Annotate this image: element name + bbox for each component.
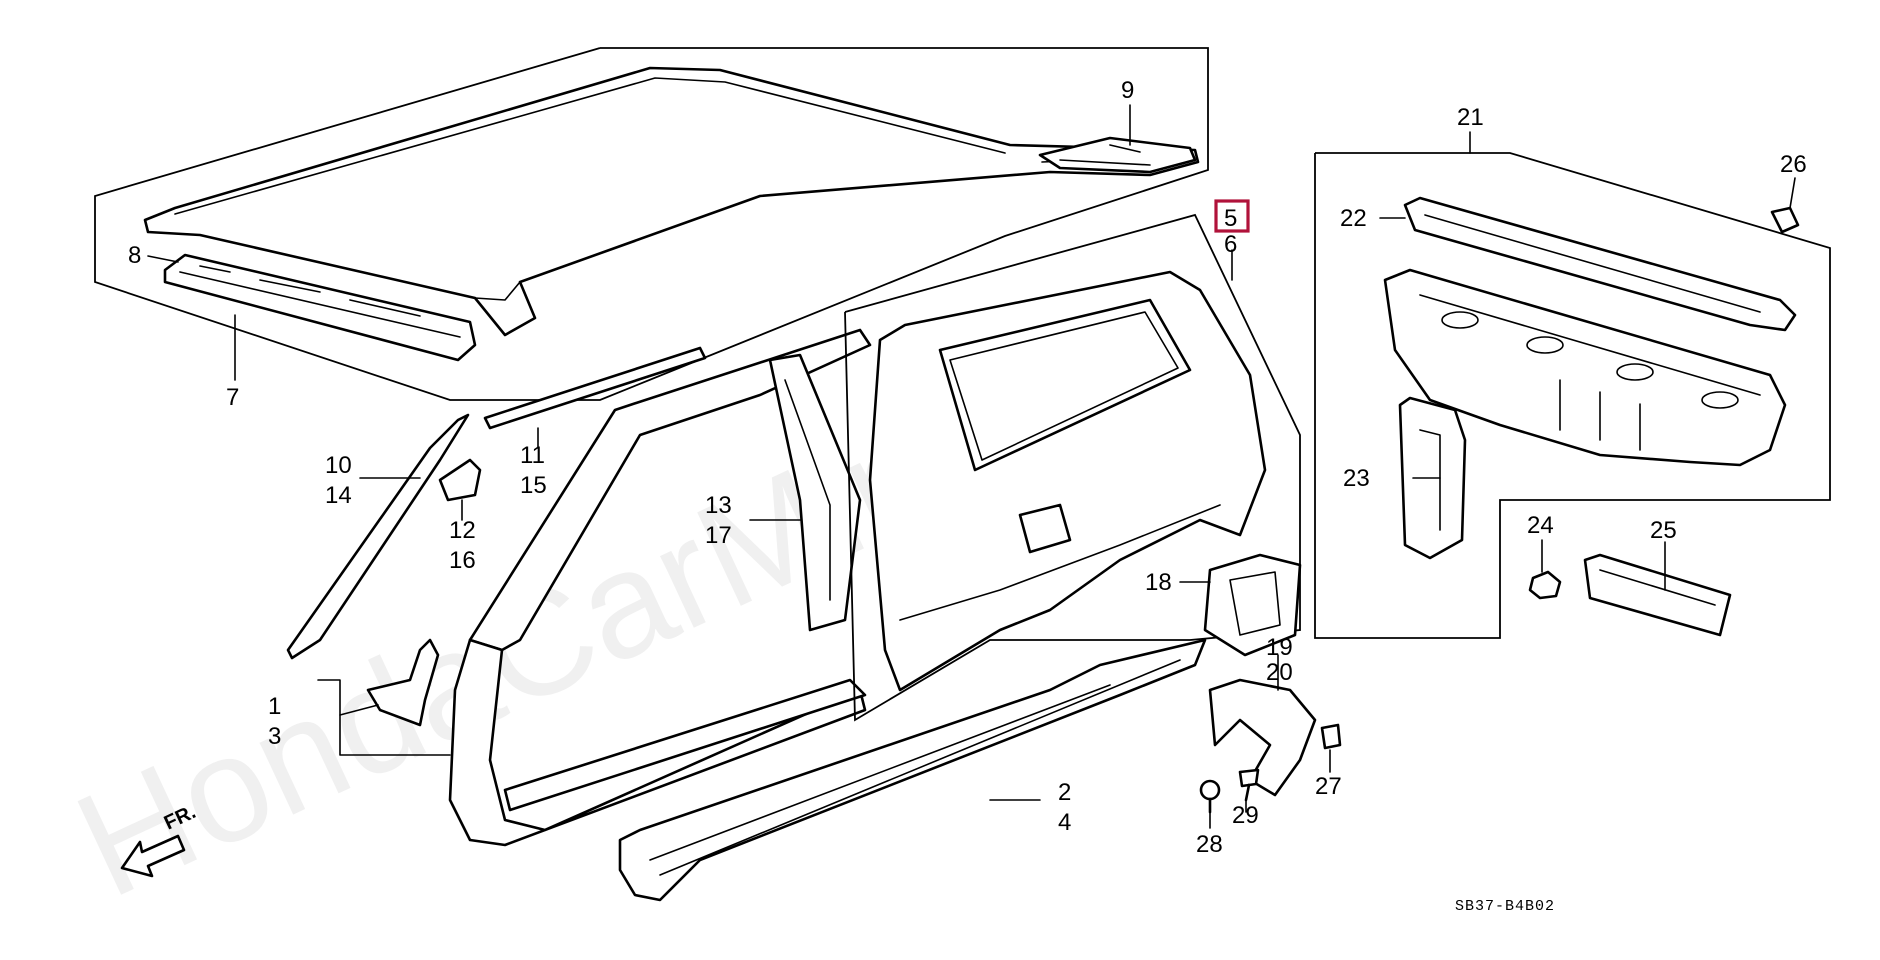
label-27: 27 <box>1315 773 1342 800</box>
plate-25[interactable] <box>1583 553 1732 637</box>
label-2: 2 <box>1058 779 1071 806</box>
label-21: 21 <box>1457 104 1484 131</box>
roof-side-molding[interactable] <box>483 346 707 430</box>
quarter-window[interactable] <box>938 298 1192 472</box>
label-23: 23 <box>1343 465 1370 492</box>
rear-upper-cross-member[interactable] <box>1403 196 1797 332</box>
rear-panel[interactable] <box>1383 268 1787 467</box>
front-pillar-bracket[interactable] <box>366 638 440 727</box>
diagram-code: SB37-B4B02 <box>1455 898 1555 915</box>
label-17: 17 <box>705 522 732 549</box>
label-6: 6 <box>1224 231 1237 258</box>
label-11: 11 <box>520 442 545 469</box>
front-roof-rail[interactable] <box>163 253 477 362</box>
b-pillar[interactable] <box>768 353 862 632</box>
label-1: 1 <box>268 693 281 720</box>
label-25: 25 <box>1650 517 1677 544</box>
label-9: 9 <box>1121 77 1134 104</box>
rear-panel-group <box>1314 152 1831 639</box>
bolt-28[interactable] <box>1199 779 1221 814</box>
small-bracket[interactable] <box>438 458 482 502</box>
label-13: 13 <box>705 492 732 519</box>
wheelhouse-extension[interactable] <box>1208 678 1317 797</box>
label-22: 22 <box>1340 205 1367 232</box>
roof-group <box>94 47 1209 401</box>
label-12: 12 <box>449 517 476 544</box>
label-4: 4 <box>1058 809 1071 836</box>
clip-26[interactable] <box>1770 206 1800 234</box>
label-28: 28 <box>1196 831 1223 858</box>
label-10: 10 <box>325 452 352 479</box>
rear-roof-rail[interactable] <box>1038 136 1197 174</box>
rear-quarter-group <box>844 213 1301 722</box>
leader-lines <box>147 104 1796 829</box>
label-26: 26 <box>1780 151 1807 178</box>
label-7: 7 <box>226 384 239 411</box>
roof-group-frame <box>94 47 1209 401</box>
highlight-box <box>1214 199 1250 233</box>
label-24: 24 <box>1527 512 1554 539</box>
label-29: 29 <box>1232 802 1259 829</box>
label-14: 14 <box>325 482 352 509</box>
label-19: 19 <box>1266 634 1293 661</box>
label-5: 5 <box>1224 205 1237 232</box>
drip-molding[interactable] <box>286 413 470 660</box>
label-20: 20 <box>1266 659 1293 686</box>
side-frame-group <box>286 328 1207 902</box>
fuel-filler-door[interactable] <box>1018 503 1072 554</box>
front-arrow-icon <box>120 834 186 878</box>
label-3: 3 <box>268 723 281 750</box>
rear-panel-frame <box>1314 152 1831 639</box>
side-outer-panel[interactable] <box>448 638 867 847</box>
label-15: 15 <box>520 472 547 499</box>
nut-24[interactable] <box>1528 570 1562 600</box>
label-16: 16 <box>449 547 476 574</box>
screw-29[interactable] <box>1238 768 1260 802</box>
label-18: 18 <box>1145 569 1172 596</box>
clip-27[interactable] <box>1320 723 1342 750</box>
sill-upper[interactable] <box>503 678 867 812</box>
part-labels: 7 8 9 10 14 11 15 12 16 13 17 1 3 2 4 5 … <box>128 77 1807 858</box>
label-8: 8 <box>128 242 141 269</box>
